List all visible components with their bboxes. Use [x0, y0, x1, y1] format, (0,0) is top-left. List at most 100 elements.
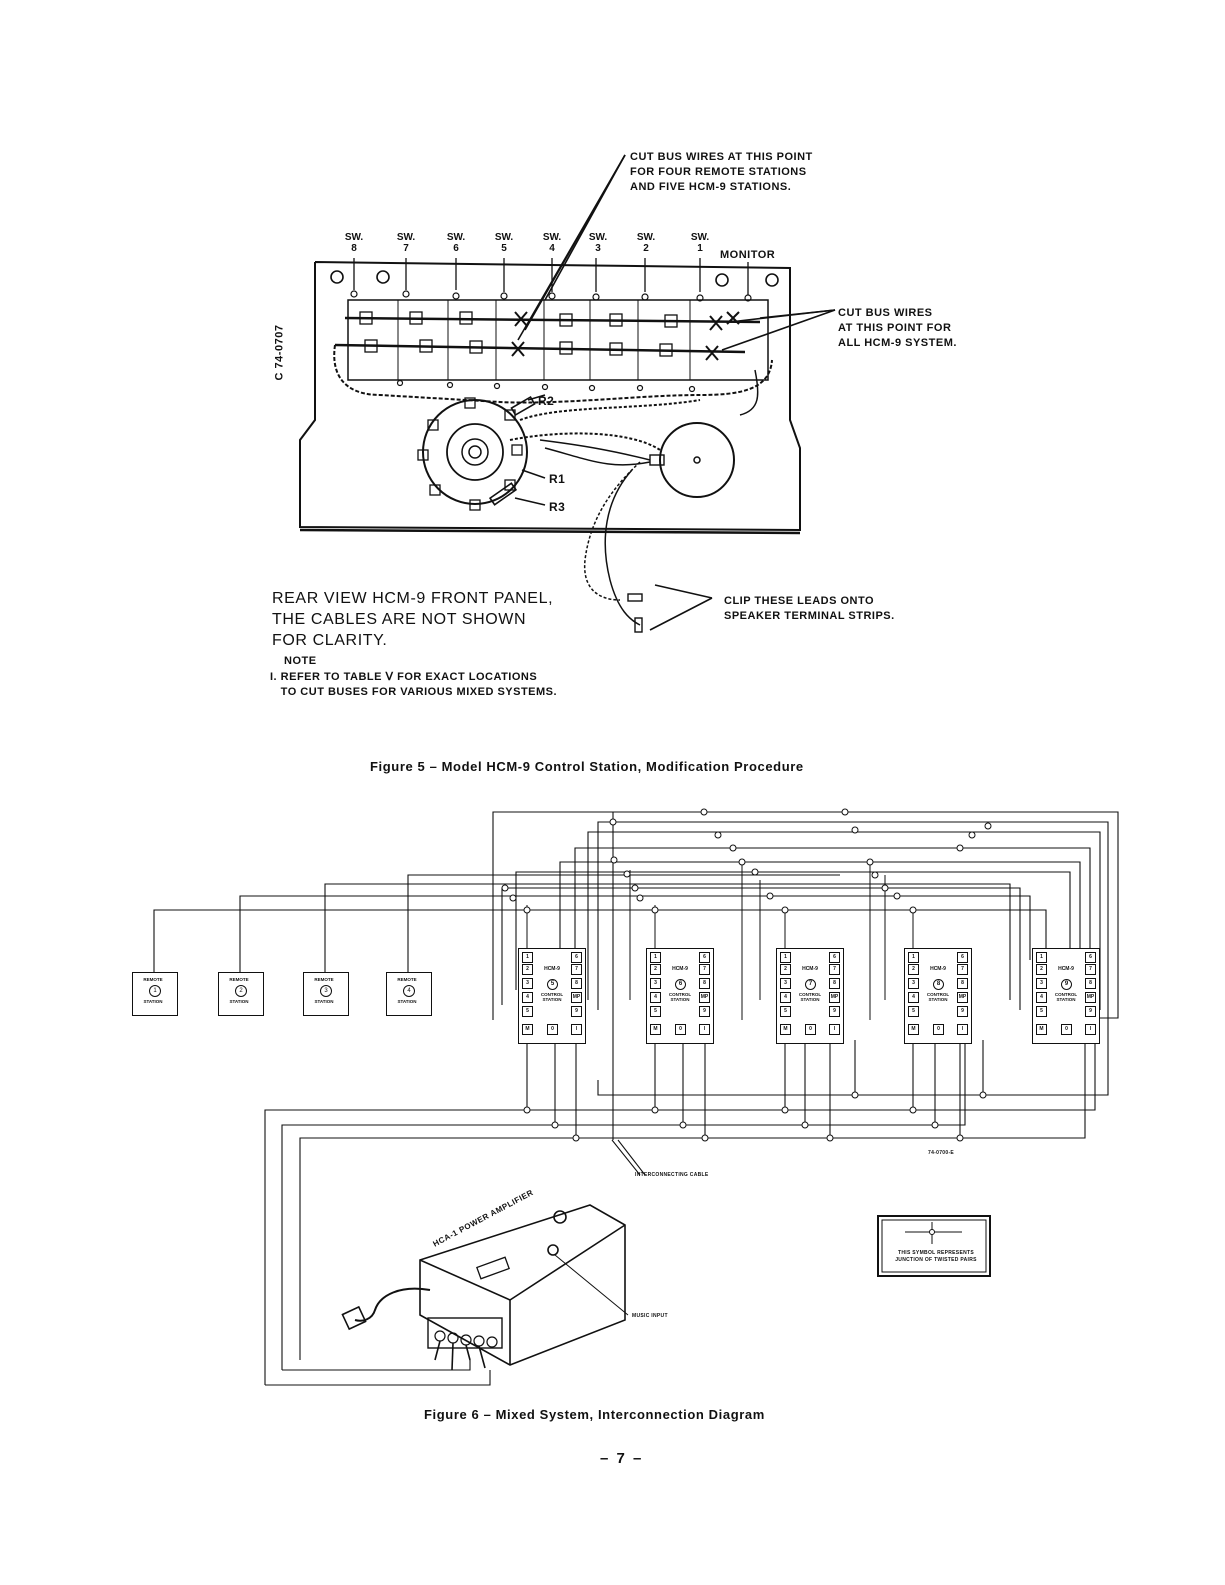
- interconnecting-cable-label: INTERCONNECTING CABLE: [635, 1172, 709, 1178]
- terminal-right-8: 8: [699, 978, 710, 989]
- station-model-label: HCM-9: [1058, 966, 1074, 972]
- terminal-left-5: 5: [522, 1006, 533, 1017]
- terminal-bottom-mid: 0: [1061, 1024, 1072, 1035]
- terminal-left-5: 5: [650, 1006, 661, 1017]
- terminal-left-3: 3: [650, 978, 661, 989]
- terminal-right-7: 7: [571, 964, 582, 975]
- terminal-right-I: I: [957, 1024, 968, 1035]
- monitor-label: MONITOR: [720, 249, 776, 261]
- switch-label-6: SW.6: [446, 232, 466, 254]
- station-type-label: CONTROL STATION: [668, 992, 692, 1002]
- terminal-left-2: 2: [1036, 964, 1047, 975]
- terminal-right-6: 6: [829, 952, 840, 963]
- station-type-label: CONTROL STATION: [926, 992, 950, 1002]
- remote-station-top-label: REMOTE: [314, 977, 334, 982]
- terminal-bottom-mid: 0: [675, 1024, 686, 1035]
- terminal-left-1: 1: [522, 952, 533, 963]
- terminal-left-M: M: [650, 1024, 661, 1035]
- remote-station-4: REMOTE 4 STATION: [386, 972, 432, 1016]
- terminal-left-2: 2: [780, 964, 791, 975]
- terminal-left-M: M: [522, 1024, 533, 1035]
- terminal-left-3: 3: [908, 978, 919, 989]
- switch-label-2: SW.2: [636, 232, 656, 254]
- station-number: 9: [1061, 979, 1072, 990]
- resistor-label-r2: R2: [538, 394, 555, 408]
- station-number: 3: [320, 985, 332, 997]
- remote-station-top-label: REMOTE: [143, 977, 163, 982]
- terminal-bottom-mid: 0: [933, 1024, 944, 1035]
- switch-label-3: SW.3: [588, 232, 608, 254]
- station-model-label: HCM-9: [672, 966, 688, 972]
- station-number: 8: [933, 979, 944, 990]
- station-type-label: CONTROL STATION: [798, 992, 822, 1002]
- terminal-right-7: 7: [957, 964, 968, 975]
- terminal-left-4: 4: [908, 992, 919, 1003]
- hcm9-rear-panel-drawing: [299, 154, 836, 633]
- remote-station-top-label: REMOTE: [397, 977, 417, 982]
- resistor-label-r1: R1: [549, 472, 566, 486]
- terminal-left-4: 4: [1036, 992, 1047, 1003]
- terminal-left-5: 5: [908, 1006, 919, 1017]
- terminal-left-5: 5: [1036, 1006, 1047, 1017]
- terminal-left-M: M: [1036, 1024, 1047, 1035]
- remote-station-2: REMOTE 2 STATION: [218, 972, 264, 1016]
- terminal-right-MP: MP: [699, 992, 710, 1003]
- remote-station-3: REMOTE 3 STATION: [303, 972, 349, 1016]
- figure-6-caption: Figure 6 – Mixed System, Interconnection…: [424, 1407, 765, 1422]
- remote-station-bottom-label: STATION: [229, 999, 249, 1004]
- switch-label-7: SW.7: [396, 232, 416, 254]
- remote-station-1: REMOTE 1 STATION: [132, 972, 178, 1016]
- terminal-left-4: 4: [780, 992, 791, 1003]
- terminal-right-MP: MP: [571, 992, 582, 1003]
- terminal-right-9: 9: [957, 1006, 968, 1017]
- terminal-right-9: 9: [829, 1006, 840, 1017]
- terminal-right-MP: MP: [829, 992, 840, 1003]
- terminal-left-1: 1: [650, 952, 661, 963]
- terminal-right-I: I: [699, 1024, 710, 1035]
- terminal-left-1: 1: [1036, 952, 1047, 963]
- station-number: 1: [149, 985, 161, 997]
- switch-label-1: SW.1: [690, 232, 710, 254]
- terminal-right-6: 6: [957, 952, 968, 963]
- callout-cut-four-remote: CUT BUS WIRES AT THIS POINT FOR FOUR REM…: [630, 151, 813, 193]
- note-title: NOTE: [284, 655, 317, 667]
- terminal-right-I: I: [571, 1024, 582, 1035]
- terminal-right-MP: MP: [1085, 992, 1096, 1003]
- terminal-right-6: 6: [699, 952, 710, 963]
- terminal-right-I: I: [1085, 1024, 1096, 1035]
- figure-5-caption: Figure 5 – Model HCM-9 Control Station, …: [370, 759, 804, 774]
- terminal-right-7: 7: [1085, 964, 1096, 975]
- remote-station-top-label: REMOTE: [229, 977, 249, 982]
- terminal-left-2: 2: [650, 964, 661, 975]
- page-number: – 7 –: [600, 1450, 644, 1467]
- terminal-right-9: 9: [1085, 1006, 1096, 1017]
- remote-station-bottom-label: STATION: [397, 999, 417, 1004]
- switch-label-5: SW.5: [494, 232, 514, 254]
- terminal-left-4: 4: [650, 992, 661, 1003]
- remote-station-bottom-label: STATION: [314, 999, 334, 1004]
- music-input-label: MUSIC INPUT: [632, 1313, 668, 1319]
- terminal-left-4: 4: [522, 992, 533, 1003]
- terminal-right-8: 8: [1085, 978, 1096, 989]
- switch-label-4: SW.4: [542, 232, 562, 254]
- station-model-label: HCM-9: [544, 966, 560, 972]
- terminal-left-1: 1: [780, 952, 791, 963]
- terminal-right-9: 9: [571, 1006, 582, 1017]
- station-number: 5: [547, 979, 558, 990]
- station-model-label: HCM-9: [930, 966, 946, 972]
- terminal-left-3: 3: [1036, 978, 1047, 989]
- terminal-right-7: 7: [699, 964, 710, 975]
- remote-station-bottom-label: STATION: [143, 999, 163, 1004]
- terminal-right-MP: MP: [957, 992, 968, 1003]
- clip-leads-note: CLIP THESE LEADS ONTO SPEAKER TERMINAL S…: [724, 595, 895, 622]
- callout-cut-all-hcm9: CUT BUS WIRES AT THIS POINT FOR ALL HCM-…: [838, 307, 957, 349]
- power-amplifier-drawing: [341, 1204, 629, 1371]
- station-type-label: CONTROL STATION: [1054, 992, 1078, 1002]
- drawing-number-74-0700-e: 74-0700-E: [928, 1150, 955, 1156]
- terminal-left-3: 3: [522, 978, 533, 989]
- terminal-right-6: 6: [1085, 952, 1096, 963]
